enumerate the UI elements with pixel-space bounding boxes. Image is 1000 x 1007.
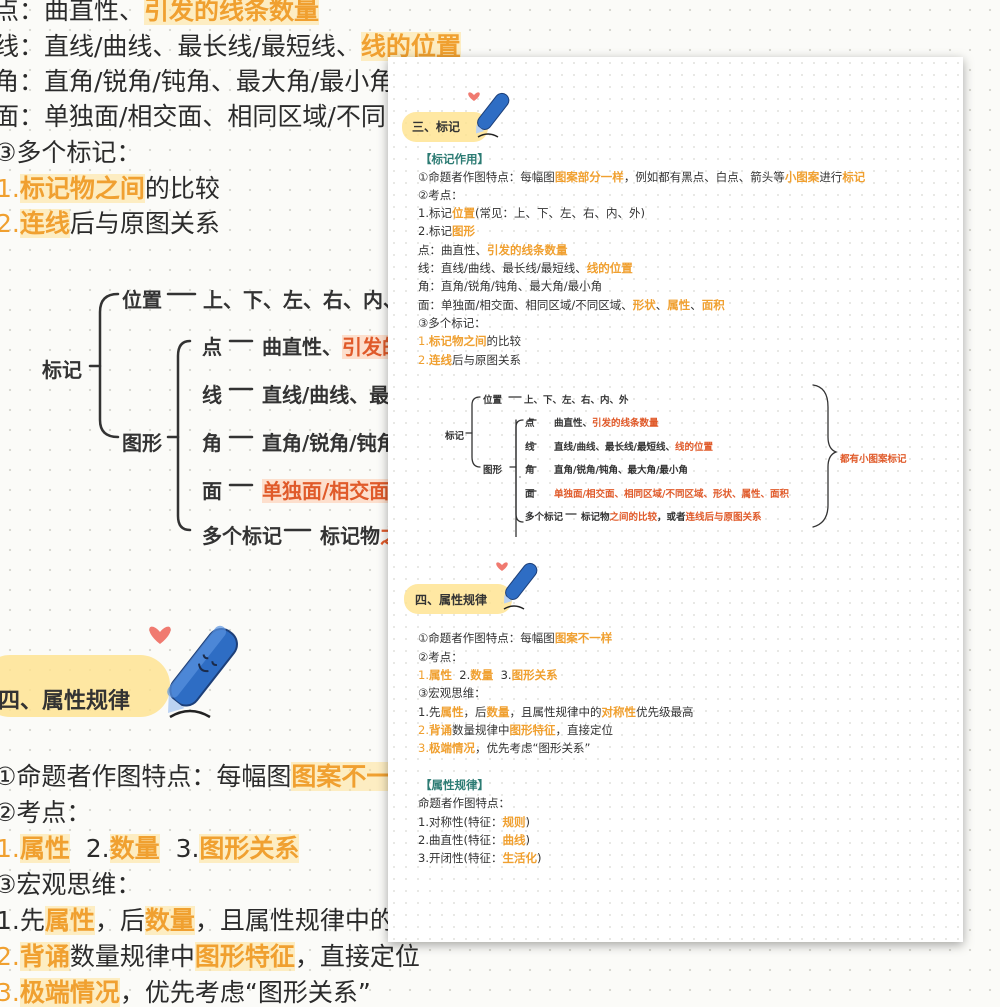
- attr-line7: 3.极端情况，优先考虑“图形关系”: [418, 741, 591, 755]
- bg-attr-line2: ②考点：: [0, 798, 92, 827]
- role-line5: 点：曲直性、引发的线条数量: [418, 243, 568, 257]
- mm-face-value: 单独面/相交面、相同区域/不同区域、形状、属性、面积: [554, 489, 789, 500]
- role-line9: ③多个标记：: [418, 316, 486, 330]
- rule-line3: 2.曲直性(特征：曲线): [418, 833, 530, 847]
- attr-line3: 1.属性 2.数量 3.图形关系: [418, 668, 558, 682]
- bg-line-connect: 2.连线后与原图关系: [0, 209, 220, 238]
- attr-line5: 1.先属性，后数量，且属性规律中的对称性优先级最高: [418, 705, 694, 719]
- mm-dot: 点: [525, 418, 535, 429]
- rule-heading: 【属性规律】: [420, 778, 489, 792]
- mm-side-note: 都有小图案标记: [840, 454, 907, 465]
- mm-line: 线: [525, 442, 535, 453]
- bg-attr-line3: 1.属性 2.数量 3.图形关系: [0, 834, 300, 863]
- role-line6: 线：直线/曲线、最长线/最短线、线的位置: [418, 261, 633, 275]
- note-page: 三、标记 【标记作用】 ①命题者作图特点：每幅图图案部分一样，例如都有黑点、白点…: [388, 57, 963, 942]
- bg-mm-shape: 图形: [122, 431, 162, 455]
- mm-angle: 角: [525, 465, 535, 476]
- mm-position: 位置: [483, 395, 503, 406]
- bg-mm-position: 位置: [122, 288, 162, 312]
- bg-section4-title: 四、属性规律: [0, 689, 131, 714]
- mm-multi-value: 标记物之间的比较，或者连线后与原图关系: [581, 512, 762, 523]
- bg-line-multi: ③多个标记：: [0, 138, 142, 167]
- bg-mm-angle-value: 直角/锐角/钝角: [262, 431, 397, 455]
- rule-line2: 1.对称性(特征：规则): [418, 815, 530, 829]
- bg-mm-line-value: 直线/曲线、最: [262, 383, 390, 407]
- section3-title: 三、标记: [412, 120, 461, 134]
- bg-mm-line: 线: [202, 383, 222, 407]
- mm-dot-value: 曲直性、引发的线条数量: [554, 418, 659, 429]
- mm-angle-value: 直角/锐角/钝角、最大角/最小角: [554, 465, 688, 476]
- mm-face: 面: [525, 489, 535, 500]
- mm-multi: 多个标记: [525, 512, 564, 523]
- bg-mm-face: 面: [202, 479, 222, 503]
- pen-icon: [149, 625, 238, 719]
- role-heading: 【标记作用】: [420, 152, 489, 166]
- rule-line4: 3.开闭性(特征：生活化): [418, 851, 542, 865]
- bg-mindmap-lines: [88, 292, 312, 532]
- bg-mm-multi: 多个标记: [202, 524, 282, 548]
- bg-attr-line4: ③宏观思维：: [0, 870, 142, 899]
- bg-line-dot: 点：曲直性、引发的线条数量: [0, 0, 320, 25]
- role-line3: 1.标记位置(常见：上、下、左、右、内、外): [418, 206, 645, 220]
- bg-mm-dot: 点: [202, 335, 222, 359]
- role-line7: 角：直角/锐角/钝角、最大角/最小角: [418, 279, 603, 293]
- mm-shape: 图形: [483, 465, 503, 476]
- rule-line1: 命题者作图特点：: [418, 796, 510, 810]
- bg-mm-angle: 角: [202, 431, 222, 455]
- bg-attr-line5: 1.先属性，后数量，且属性规律中的: [0, 906, 395, 935]
- bg-attr-line6: 2.背诵数量规律中图形特征，直接定位: [0, 942, 420, 971]
- bg-attr-line7: 3.极端情况，优先考虑“图形关系”: [0, 978, 371, 1007]
- role-line10: 1.标记物之间的比较: [418, 334, 521, 348]
- section4-title: 四、属性规律: [415, 593, 488, 607]
- bg-line-face: 面：单独面/相交面、相同区域/不同: [0, 102, 386, 131]
- pen-icon: [496, 562, 538, 610]
- attr-line2: ②考点：: [418, 650, 463, 664]
- role-line2: ②考点：: [418, 188, 463, 202]
- bg-mm-face-value: 单独面/相交面: [262, 479, 390, 503]
- bg-mm-dot-value: 曲直性、引发的: [262, 335, 402, 359]
- role-line4: 2.标记图形: [418, 224, 475, 238]
- role-line8: 面：单独面/相交面、相同区域/不同区域、形状、属性、面积: [418, 298, 725, 312]
- section3-highlight: [402, 112, 488, 142]
- section4-highlight: [404, 584, 512, 614]
- bg-section4-highlight: [0, 655, 170, 717]
- bg-line-compare: 1.标记物之间的比较: [0, 174, 220, 203]
- role-line11: 2.连线后与原图关系: [418, 353, 521, 367]
- pen-icon: [468, 92, 510, 138]
- mindmap-lines: [465, 384, 838, 537]
- mm-position-value: 上、下、左、右、内、外: [524, 395, 629, 406]
- bg-mm-root: 标记: [42, 358, 82, 382]
- role-line1: ①命题者作图特点：每幅图图案部分一样，例如都有黑点、白点、箭头等小图案进行标记: [418, 170, 866, 184]
- mm-root: 标记: [445, 431, 465, 442]
- bg-line-angle: 角：直角/锐角/钝角、最大角/最小角: [0, 67, 395, 96]
- bg-line-line: 线：直线/曲线、最长线/最短线、线的位置: [0, 32, 461, 61]
- bg-attr-line1: ①命题者作图特点：每幅图图案不一: [0, 762, 392, 791]
- bg-mm-position-value: 上、下、左、右、内、: [203, 288, 403, 312]
- attr-line4: ③宏观思维：: [418, 686, 486, 700]
- mm-line-value: 直线/曲线、最长线/最短线、线的位置: [554, 442, 713, 453]
- attr-line6: 2.背诵数量规律中图形特征，直接定位: [418, 723, 613, 737]
- attr-line1: ①命题者作图特点：每幅图图案不一样: [418, 631, 613, 645]
